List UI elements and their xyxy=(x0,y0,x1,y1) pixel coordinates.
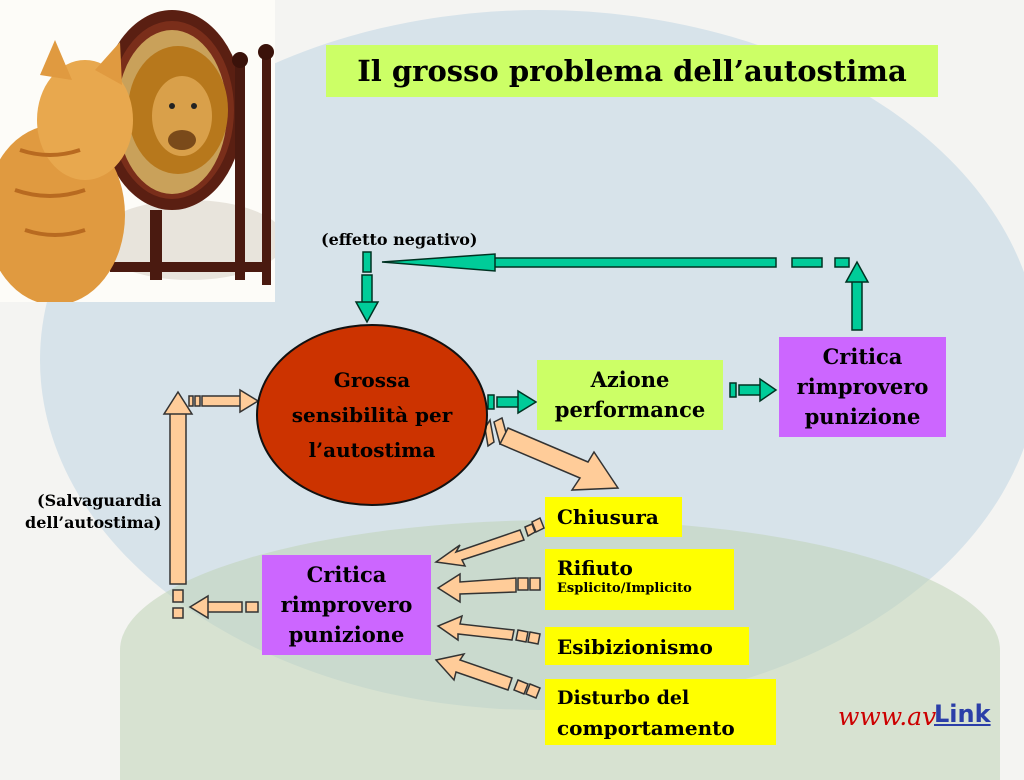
critica-bottom-line3: punizione xyxy=(288,622,405,647)
arrow-salvaguardia xyxy=(162,388,260,620)
disturbo-line1: Disturbo del xyxy=(557,687,690,709)
azione-line2: performance xyxy=(554,397,706,422)
critica-top-line2: rimprovero xyxy=(796,374,929,399)
circle-line3: l’autostima xyxy=(308,437,436,462)
website-watermark: www.av xyxy=(838,702,937,731)
critica-top-node: Critica rimprovero punizione xyxy=(779,337,946,437)
feedback-arrow xyxy=(354,251,870,331)
critica-top-line3: punizione xyxy=(804,404,921,429)
chiusura-node: Chiusura xyxy=(545,497,682,537)
critica-top-line1: Critica xyxy=(822,344,903,369)
arrow-circle-to-azione xyxy=(487,389,538,415)
critica-bottom-node: Critica rimprovero punizione xyxy=(262,555,431,655)
rifiuto-subtitle: Esplicito/Implicito xyxy=(557,581,692,596)
grossa-sensibilita-node: Grossa sensibilità per l’autostima xyxy=(256,324,488,506)
link[interactable]: Link xyxy=(934,700,991,728)
effetto-negativo-label: (effetto negativo) xyxy=(321,230,478,249)
circle-line2: sensibilità per xyxy=(291,402,453,427)
salvaguardia-line2: dell’autostima) xyxy=(25,513,162,532)
rifiuto-node: Rifiuto Esplicito/Implicito xyxy=(545,549,734,610)
arrows-reactions-to-critica xyxy=(434,516,545,699)
cat-mirror-image xyxy=(0,0,275,302)
critica-bottom-line1: Critica xyxy=(306,562,387,587)
circle-line1: Grossa xyxy=(333,367,411,392)
arrow-circle-to-reactions xyxy=(484,416,620,491)
page-title: Il grosso problema dell’autostima xyxy=(326,45,938,97)
azione-line1: Azione xyxy=(590,367,670,392)
rifiuto-title: Rifiuto xyxy=(557,556,633,580)
disturbo-line2: comportamento xyxy=(557,716,735,740)
esibizionismo-node: Esibizionismo xyxy=(545,627,749,665)
critica-bottom-line2: rimprovero xyxy=(280,592,413,617)
salvaguardia-line1: (Salvaguardia xyxy=(37,491,162,510)
salvaguardia-label: (Salvaguardia dell’autostima) xyxy=(25,490,162,534)
arrow-azione-to-critica xyxy=(729,377,778,403)
azione-performance-node: Azione performance xyxy=(537,360,723,430)
disturbo-node: Disturbo del comportamento xyxy=(545,679,776,745)
